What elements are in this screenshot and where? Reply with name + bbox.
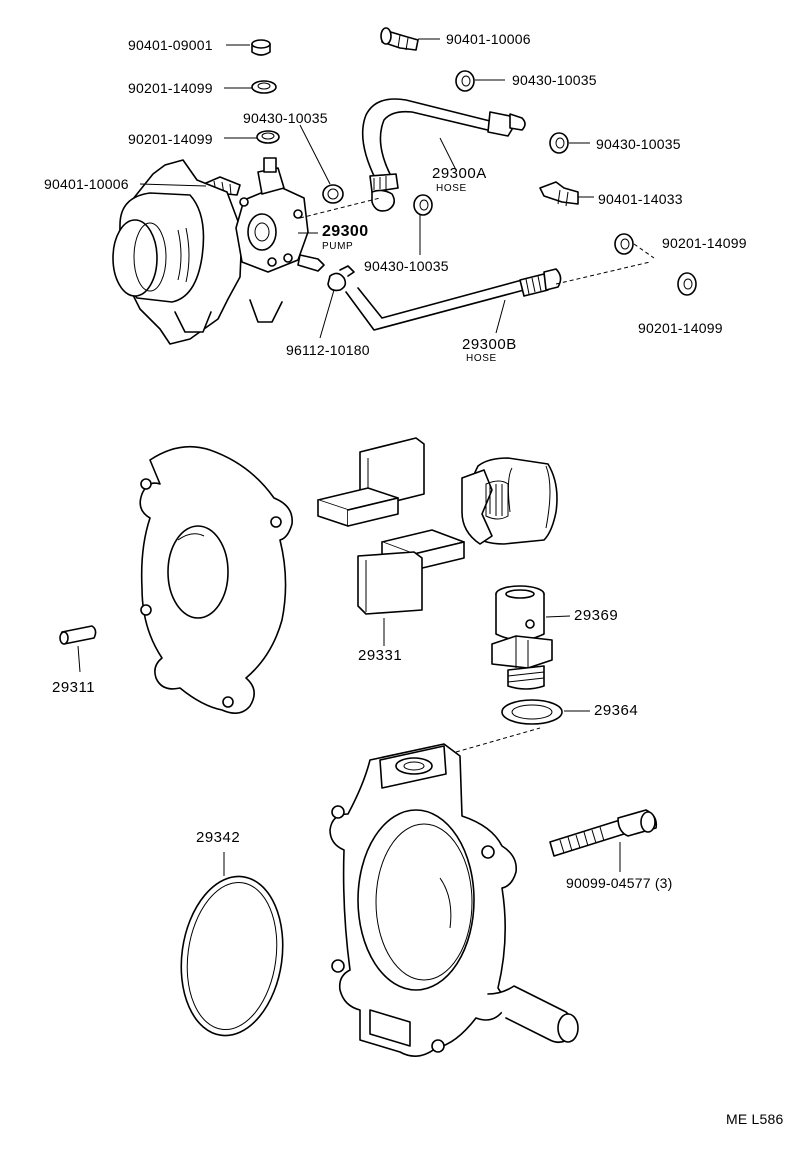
gasket-90430-10035-b (455, 70, 475, 92)
label-pump-29300-number: 29300 (322, 223, 369, 240)
label-29364: 29364 (594, 702, 639, 719)
pin-29311 (59, 625, 97, 673)
label-96112-10180: 96112-10180 (286, 342, 370, 358)
label-90430-10035-d: 90430-10035 (364, 258, 449, 274)
union-bolt-90401-09001 (251, 39, 271, 56)
rotor (461, 457, 558, 545)
label-29369: 29369 (574, 607, 619, 624)
gasket-90201-14099-d (677, 272, 697, 296)
label-90201-14099-b: 90201-14099 (128, 131, 213, 147)
label-90201-14099-a: 90201-14099 (128, 80, 213, 96)
vacuum-pump-29300 (235, 157, 325, 273)
label-90099-04577: 90099-04577 (3) (566, 875, 673, 891)
label-90201-14099-c: 90201-14099 (662, 235, 747, 251)
label-90401-09001: 90401-09001 (128, 37, 213, 53)
label-hose-29300b-word: HOSE (466, 353, 497, 364)
vane-set-29331 (317, 437, 465, 646)
label-29331: 29331 (358, 647, 403, 664)
hose-29300a (361, 98, 526, 212)
gasket-90430-10035-a (322, 184, 344, 204)
label-90430-10035-b: 90430-10035 (512, 72, 597, 88)
gasket-90201-14099-c (614, 233, 634, 255)
hose-clip-96112-10180 (327, 265, 355, 292)
pump-housing (329, 743, 579, 1057)
label-90430-10035-a: 90430-10035 (243, 110, 328, 126)
label-29311: 29311 (52, 679, 96, 696)
gasket-29364 (455, 699, 590, 753)
label-29342: 29342 (196, 829, 241, 846)
gasket-90201-14099-a (251, 80, 277, 94)
label-hose-29300b-number: 29300B (462, 336, 517, 353)
engine-housing (112, 159, 283, 345)
label-pump-29300-word: PUMP (322, 241, 354, 252)
label-90401-14033: 90401-14033 (598, 191, 683, 207)
label-90430-10035-c: 90430-10035 (596, 136, 681, 152)
label-90201-14099-d: 90201-14099 (638, 320, 723, 336)
bolt-90099-04577 (549, 809, 658, 872)
drawing-code: ME L586 (726, 1111, 784, 1127)
check-valve-29369 (491, 585, 571, 690)
label-hose-29300a-word: HOSE (436, 183, 467, 194)
union-bolt-90401-10006-a (380, 27, 419, 51)
hose-29300b (345, 268, 562, 331)
union-bolt-90401-14033 (539, 181, 579, 207)
leader-lines-top (139, 38, 655, 339)
gasket-90430-10035-c (549, 132, 569, 154)
label-90401-10006-a: 90401-10006 (446, 31, 531, 47)
pump-cover-plate (139, 445, 293, 714)
label-90401-10006-b: 90401-10006 (44, 176, 129, 192)
label-hose-29300a-number: 29300A (432, 165, 487, 182)
gasket-90430-10035-d (413, 194, 433, 216)
gasket-90201-14099-b (256, 130, 280, 144)
o-ring-29342 (180, 852, 284, 1037)
